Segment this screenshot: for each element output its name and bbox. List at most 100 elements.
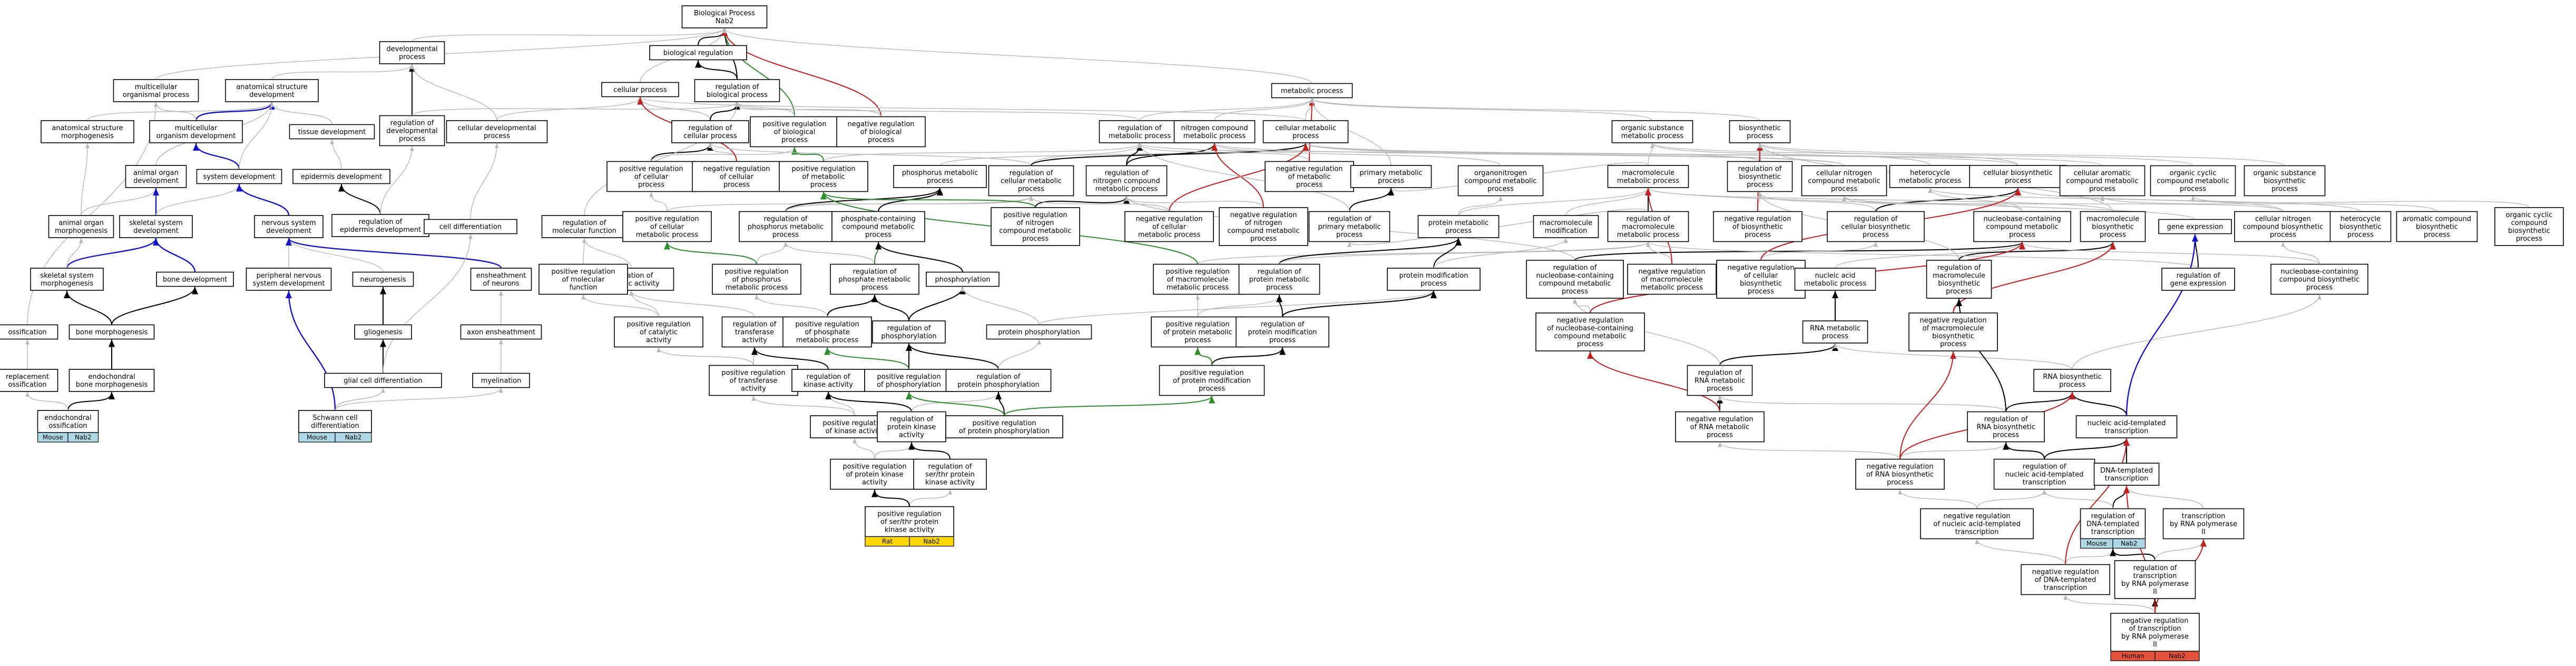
go-term-node[interactable]: protein phosphorylation [986, 324, 1092, 340]
go-term-node[interactable]: myelination [472, 373, 530, 388]
go-term-node[interactable]: axon ensheathment [460, 324, 542, 340]
go-term-node[interactable]: phosphorylation [926, 271, 1000, 287]
go-term-node[interactable]: metabolic process [1271, 83, 1353, 99]
go-term-node[interactable]: gene expression [2158, 219, 2232, 234]
go-term-node[interactable]: neurogenesis [352, 271, 414, 287]
go-term-node[interactable]: regulation ofnucleobase-containingcompou… [1526, 260, 1624, 299]
go-term-node[interactable]: regulation ofmacromoleculebiosyntheticpr… [1926, 260, 1992, 299]
go-term-node[interactable]: ossification [0, 324, 58, 340]
go-term-node[interactable]: system development [196, 169, 282, 184]
go-term-node[interactable]: gliogenesis [354, 324, 412, 340]
go-term-node[interactable]: bone morphogenesis [68, 324, 155, 340]
go-term-node[interactable]: organic cycliccompoundbiosyntheticproces… [2494, 207, 2564, 246]
go-term-node[interactable]: glial cell differentiation [324, 373, 442, 388]
go-term-node[interactable]: cell differentiation [424, 219, 517, 234]
go-term-node[interactable]: cellular process [601, 82, 679, 97]
go-term-node[interactable]: epidermis development [292, 169, 390, 184]
go-term-node[interactable]: regulation ofDNA-templatedtranscriptionM… [2080, 508, 2146, 549]
